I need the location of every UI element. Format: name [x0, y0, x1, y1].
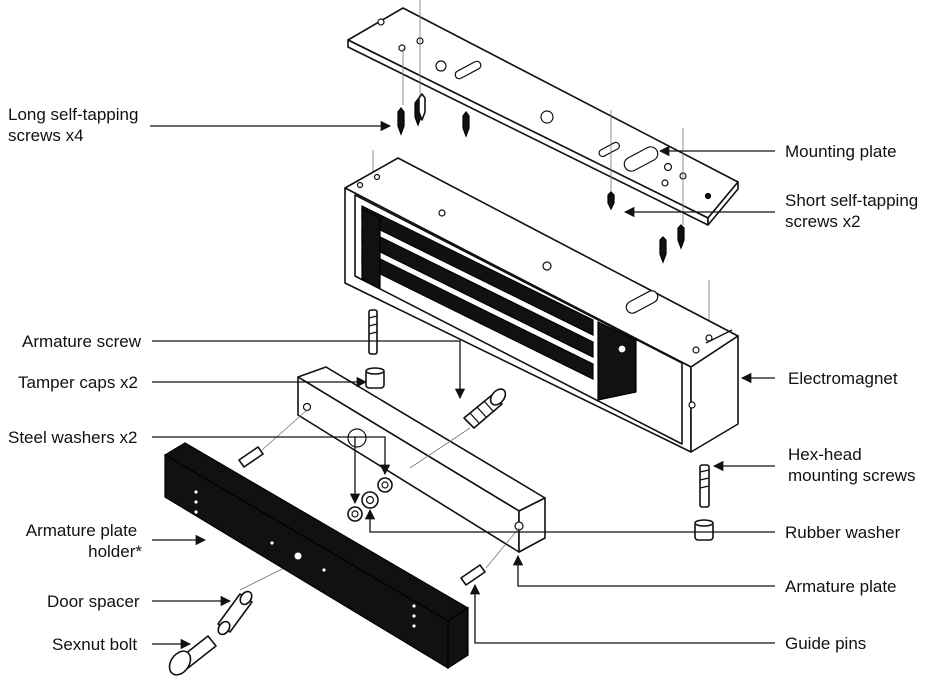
label-armature-screw: Armature screw	[22, 332, 142, 351]
label-guide-pins: Guide pins	[785, 634, 866, 653]
guide-pins-part	[238, 446, 486, 586]
electromagnet-part	[344, 157, 739, 453]
label-rubber-washer: Rubber washer	[785, 523, 901, 542]
label-sexnut-bolt: Sexnut bolt	[52, 635, 137, 654]
long-screws-part	[397, 93, 470, 138]
label-short-screws: Short self-tapping screws x2	[785, 191, 923, 231]
label-mounting-plate: Mounting plate	[785, 142, 897, 161]
label-hex-screws: Hex-head mounting screws	[788, 445, 916, 485]
label-steel-washers: Steel washers x2	[8, 428, 137, 447]
short-screws-part	[607, 191, 685, 264]
label-tamper-caps: Tamper caps x2	[18, 373, 138, 392]
armature-plate-part	[297, 366, 546, 553]
screws-lower-part	[368, 309, 710, 508]
label-long-screws: Long self-tapping screws x4	[8, 105, 143, 145]
sexnut-bolt-part	[168, 635, 217, 676]
armature-screw-part	[463, 388, 507, 429]
door-spacer-part	[217, 590, 253, 636]
label-electromagnet: Electromagnet	[788, 369, 898, 388]
mounting-plate-part	[347, 7, 739, 226]
tamper-caps-part	[365, 367, 714, 541]
washers-part	[347, 477, 393, 522]
label-armature-holder: Armature plate holder*	[26, 521, 143, 561]
label-armature-plate: Armature plate	[785, 577, 897, 596]
armature-holder-part	[163, 442, 470, 670]
label-door-spacer: Door spacer	[47, 592, 140, 611]
